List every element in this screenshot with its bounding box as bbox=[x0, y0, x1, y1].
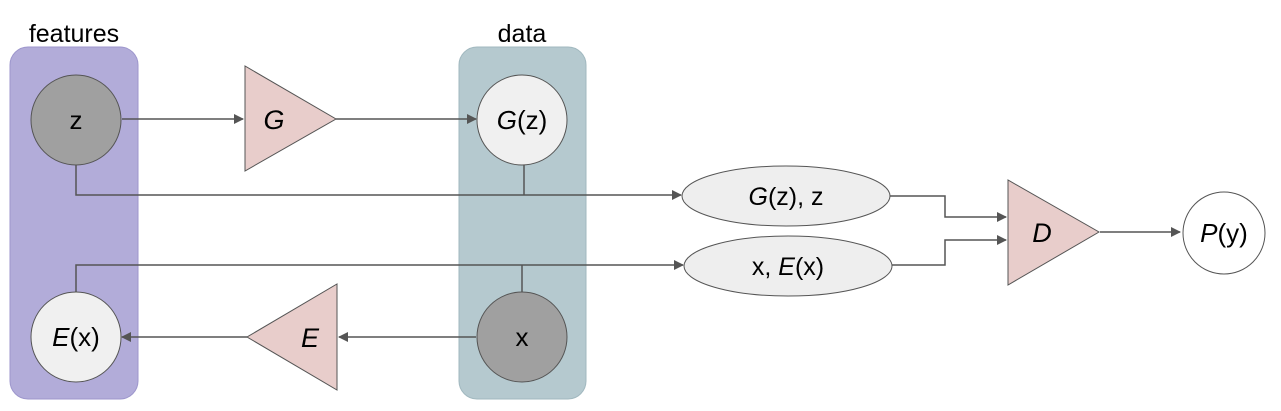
edge-pair-gz-z-to-discriminator bbox=[890, 195, 1007, 222]
z-node-label: z bbox=[70, 105, 83, 135]
edge-ex-to-pair-x-ex bbox=[75, 260, 684, 292]
pair-gz-z-label-italic: G bbox=[749, 183, 768, 211]
pair-x-ex-label: x, E(x) bbox=[752, 253, 824, 281]
pair-gz-z-label: G(z), z bbox=[749, 183, 824, 211]
encoder-label: E bbox=[301, 323, 320, 353]
ex-node-label: E(x) bbox=[52, 322, 100, 352]
py-output-label: P(y) bbox=[1200, 218, 1248, 248]
ex-node bbox=[30, 291, 122, 383]
ex-node-label-rest: (x) bbox=[70, 322, 100, 352]
pair-x-ex-node bbox=[683, 235, 893, 297]
x-node bbox=[476, 291, 568, 383]
gz-node-label: G(z) bbox=[497, 105, 548, 135]
data-label: data bbox=[498, 20, 547, 48]
discriminator-block bbox=[1007, 179, 1101, 286]
py-output-label-rest: (y) bbox=[1218, 218, 1248, 248]
generator-label: G bbox=[263, 105, 284, 135]
pair-gz-z-label-rest: (z), z bbox=[768, 183, 824, 211]
pair-gz-z-node bbox=[681, 165, 891, 227]
discriminator-label: D bbox=[1032, 218, 1052, 248]
pair-x-ex-label-pre: x, bbox=[752, 253, 778, 281]
py-output-node bbox=[1182, 191, 1266, 275]
gz-node-label-italic: G bbox=[497, 105, 517, 135]
pair-x-ex-label-italic: E bbox=[778, 253, 795, 281]
gz-node-label-rest: (z) bbox=[517, 105, 547, 135]
features-label: features bbox=[29, 20, 119, 48]
gz-node bbox=[476, 74, 568, 166]
z-node bbox=[30, 74, 122, 166]
pair-x-ex-label-rest: (x) bbox=[795, 253, 824, 281]
ex-node-label-italic: E bbox=[52, 322, 70, 352]
encoder-block bbox=[246, 283, 338, 391]
generator-block bbox=[244, 65, 338, 172]
edge-z-to-pair-gz-z bbox=[75, 165, 682, 200]
edges bbox=[75, 114, 1181, 342]
py-output-label-italic: P bbox=[1200, 218, 1218, 248]
x-node-label: x bbox=[516, 322, 529, 352]
edge-pair-x-ex-to-discriminator bbox=[892, 235, 1007, 266]
